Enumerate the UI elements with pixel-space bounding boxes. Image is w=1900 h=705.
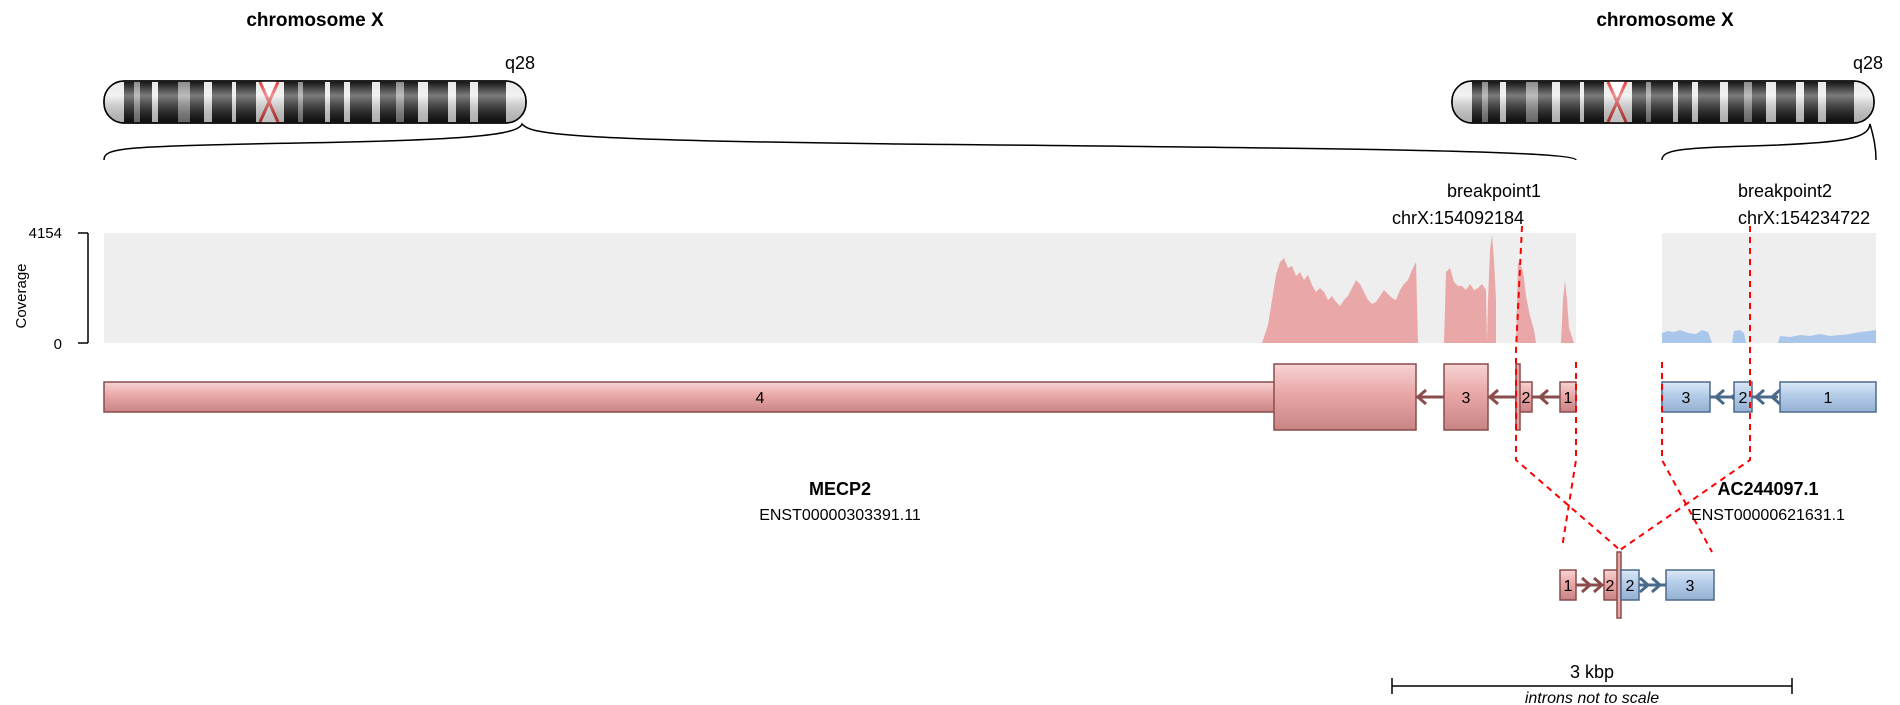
scale-bar: 3 kbp introns not to scale <box>1391 662 1793 705</box>
gene2-exon-2: 2 <box>1733 381 1753 413</box>
coverage-profile-gene1 <box>1262 235 1574 343</box>
breakpoint2-position: chrX:154234722 <box>1738 208 1870 228</box>
gene2-transcript: ENST00000621631.1 <box>1691 507 1845 524</box>
gene2-exon-2-label: 2 <box>1739 390 1748 407</box>
gene2-exon-1: 1 <box>1779 381 1877 413</box>
fusion-exon-1: 1 <box>1559 569 1577 601</box>
right-band-label: q28 <box>1853 53 1883 73</box>
right-chromosome-ideogram: q28 <box>1451 53 1883 124</box>
gene1-exon-1: 1 <box>1559 381 1577 413</box>
gene1-exon-3-label: 3 <box>1462 390 1471 407</box>
fusion-exon-3: 3 <box>1665 569 1715 601</box>
coverage-max-label: 4154 <box>29 225 62 242</box>
gene1-exon-2-label: 2 <box>1522 390 1531 407</box>
gene2-exon-3: 3 <box>1661 381 1711 413</box>
coverage-panel-right <box>1662 233 1876 343</box>
fusion-exon-2-gene1-label: 2 <box>1606 578 1615 595</box>
gene2-name: AC244097.1 <box>1717 479 1818 499</box>
left-band-label: q28 <box>505 53 535 73</box>
fusion-transcript: 1 2 2 3 <box>1559 551 1715 619</box>
gene1-exon-1-label: 1 <box>1564 390 1573 407</box>
gene1-transcript: ENST00000303391.11 <box>759 507 921 524</box>
left-chromosome-title: chromosome X <box>246 10 384 31</box>
fusion-exon-2-gene1: 2 <box>1603 551 1622 619</box>
gene1-name: MECP2 <box>809 479 871 499</box>
breakpoint-lines <box>1515 225 1751 553</box>
gene1-exon-3: 3 <box>1443 363 1489 431</box>
coverage-profile-gene2 <box>1662 330 1876 343</box>
scale-bar-note: introns not to scale <box>1525 690 1659 705</box>
coverage-min-label: 0 <box>54 336 62 353</box>
coverage-axis-title: Coverage <box>13 263 30 328</box>
gene2-exon-3-label: 3 <box>1682 390 1691 407</box>
scale-bar-length: 3 kbp <box>1570 662 1614 682</box>
right-chromosome-title: chromosome X <box>1596 10 1734 31</box>
breakpoint1-position: chrX:154092184 <box>1392 208 1524 228</box>
left-zoom-bracket <box>103 122 1577 161</box>
left-chromosome-ideogram: q28 <box>103 53 535 124</box>
right-zoom-bracket <box>1661 123 1877 161</box>
gene2-transcript-track: 3 2 1 <box>1661 381 1877 413</box>
fusion-exon-2-gene2-label: 2 <box>1626 578 1635 595</box>
fusion-exon-3-label: 3 <box>1686 578 1695 595</box>
breakpoint1-name: breakpoint1 <box>1447 181 1541 201</box>
gene2-exon-1-label: 1 <box>1824 390 1833 407</box>
gene1-transcript-track: 4 3 2 1 <box>103 363 1577 431</box>
gene1-exon-4-label: 4 <box>756 390 765 407</box>
breakpoint2-name: breakpoint2 <box>1738 181 1832 201</box>
gene1-exon-4: 4 <box>103 363 1417 431</box>
fusion-exon-2-gene2: 2 <box>1620 569 1640 601</box>
coverage-axis: 4154 0 Coverage <box>13 225 89 353</box>
gene1-exon-2: 2 <box>1515 363 1533 431</box>
fusion-exon-1-label: 1 <box>1564 578 1573 595</box>
